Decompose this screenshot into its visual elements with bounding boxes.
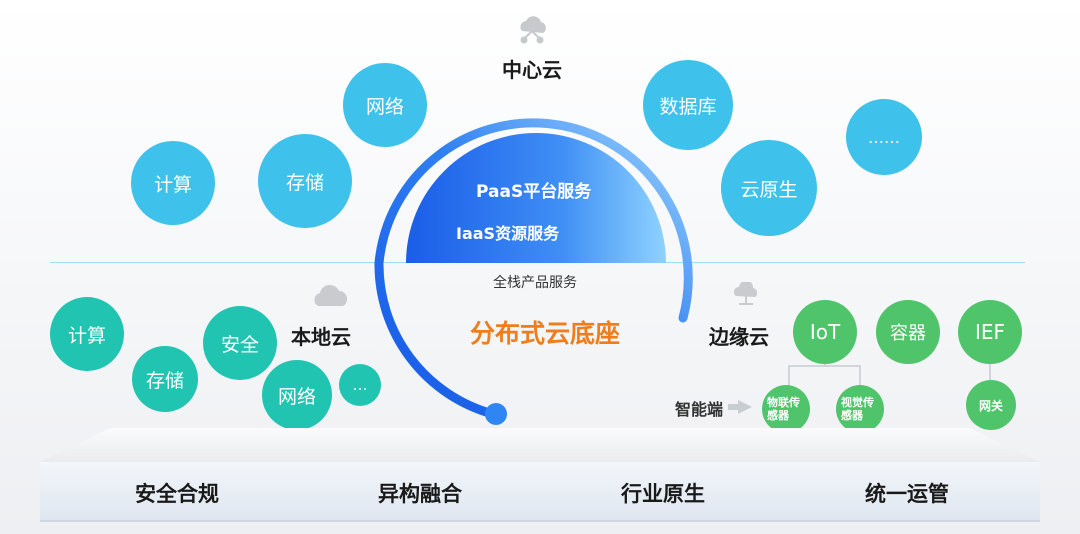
local-security-bubble: 安全: [203, 306, 277, 380]
local-storage-bubble: 存储: [132, 346, 198, 412]
paas-label: PaaS平台服务: [476, 182, 592, 202]
center-cloud-title: 中心云: [502, 57, 562, 82]
feature-security-compliance: 安全合规: [135, 482, 219, 506]
full-stack-label: 全栈产品服务: [493, 275, 577, 291]
arc-end-dot: [485, 403, 507, 425]
local-network-bubble: 网络: [262, 360, 332, 430]
local-more-bubble: …: [339, 364, 381, 406]
platform-front: [40, 462, 1040, 522]
edge-container-bubble: 容器: [876, 300, 940, 364]
service-dome: [406, 133, 666, 263]
platform-top-surface: [40, 428, 1040, 462]
edge-cloud-title: 边缘云: [709, 325, 769, 349]
center-database-bubble: 数据库: [643, 60, 733, 150]
center-storage-bubble: 存储: [258, 134, 352, 228]
center-cloudnative-bubble: 云原生: [721, 140, 817, 236]
iaas-label: IaaS资源服务: [456, 224, 560, 243]
feature-industry-native: 行业原生: [621, 482, 705, 506]
local-cloud-title: 本地云: [291, 325, 351, 349]
feature-unified-ops: 统一运管: [865, 482, 949, 506]
center-compute-bubble: 计算: [131, 141, 215, 225]
edge-iot-bubble: IoT: [793, 300, 857, 364]
gateway-bubble: 网关: [966, 380, 1016, 430]
network-cloud-icon: [520, 16, 546, 44]
feature-heterogeneous-fusion: 异构融合: [378, 482, 462, 506]
edge-network-icon: [734, 282, 758, 305]
foundation-label: 分布式云底座: [469, 319, 620, 348]
vision-sensor-bubble: 视觉传感器: [836, 385, 884, 433]
foundation-arc: [374, 118, 693, 419]
iot-sensor-bubble: 物联传感器: [762, 385, 810, 433]
local-compute-bubble: 计算: [50, 297, 124, 371]
center-network-bubble: 网络: [343, 63, 427, 147]
edge-ief-bubble: IEF: [958, 300, 1022, 364]
local-cloud-icon: [314, 284, 348, 306]
smart-end-label: 智能端: [675, 400, 724, 419]
center-more-bubble: ……: [846, 99, 922, 175]
